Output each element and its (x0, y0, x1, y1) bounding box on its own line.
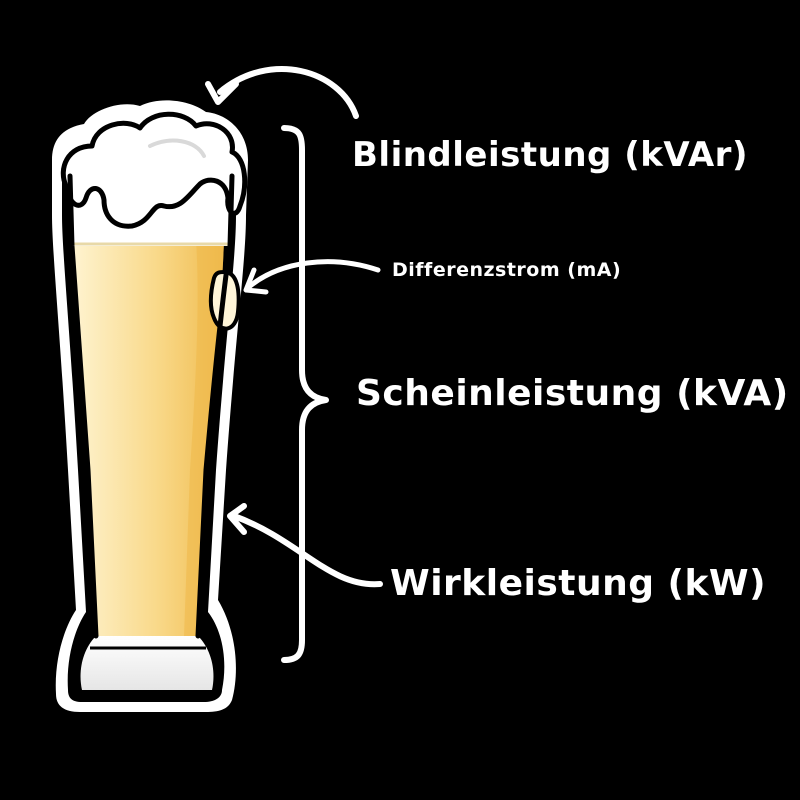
foam-shading (148, 138, 206, 158)
arrowhead-blindleistung (205, 81, 239, 105)
label-wirkleistung: Wirkleistung (kW) (390, 563, 767, 604)
beer-liquid (74, 240, 224, 636)
arrowhead-wirkleistung (227, 503, 247, 535)
arrow-differenzstrom (247, 259, 381, 289)
label-scheinleistung: Scheinleistung (kVA) (356, 373, 789, 414)
glass-inner-outline (67, 173, 235, 639)
arrow-blindleistung (217, 66, 359, 119)
beer-glass (52, 100, 248, 713)
label-differenzstrom: Differenzstrom (mA) (392, 259, 622, 281)
arrow-wirkleistung (231, 513, 383, 588)
arrowhead-differenzstrom (243, 267, 269, 295)
beer-foam (60, 111, 248, 229)
glass-base (80, 636, 214, 690)
beer-shade (184, 240, 224, 636)
curly-brace (281, 125, 329, 663)
label-blindleistung: Blindleistung (kVAr) (352, 135, 748, 175)
